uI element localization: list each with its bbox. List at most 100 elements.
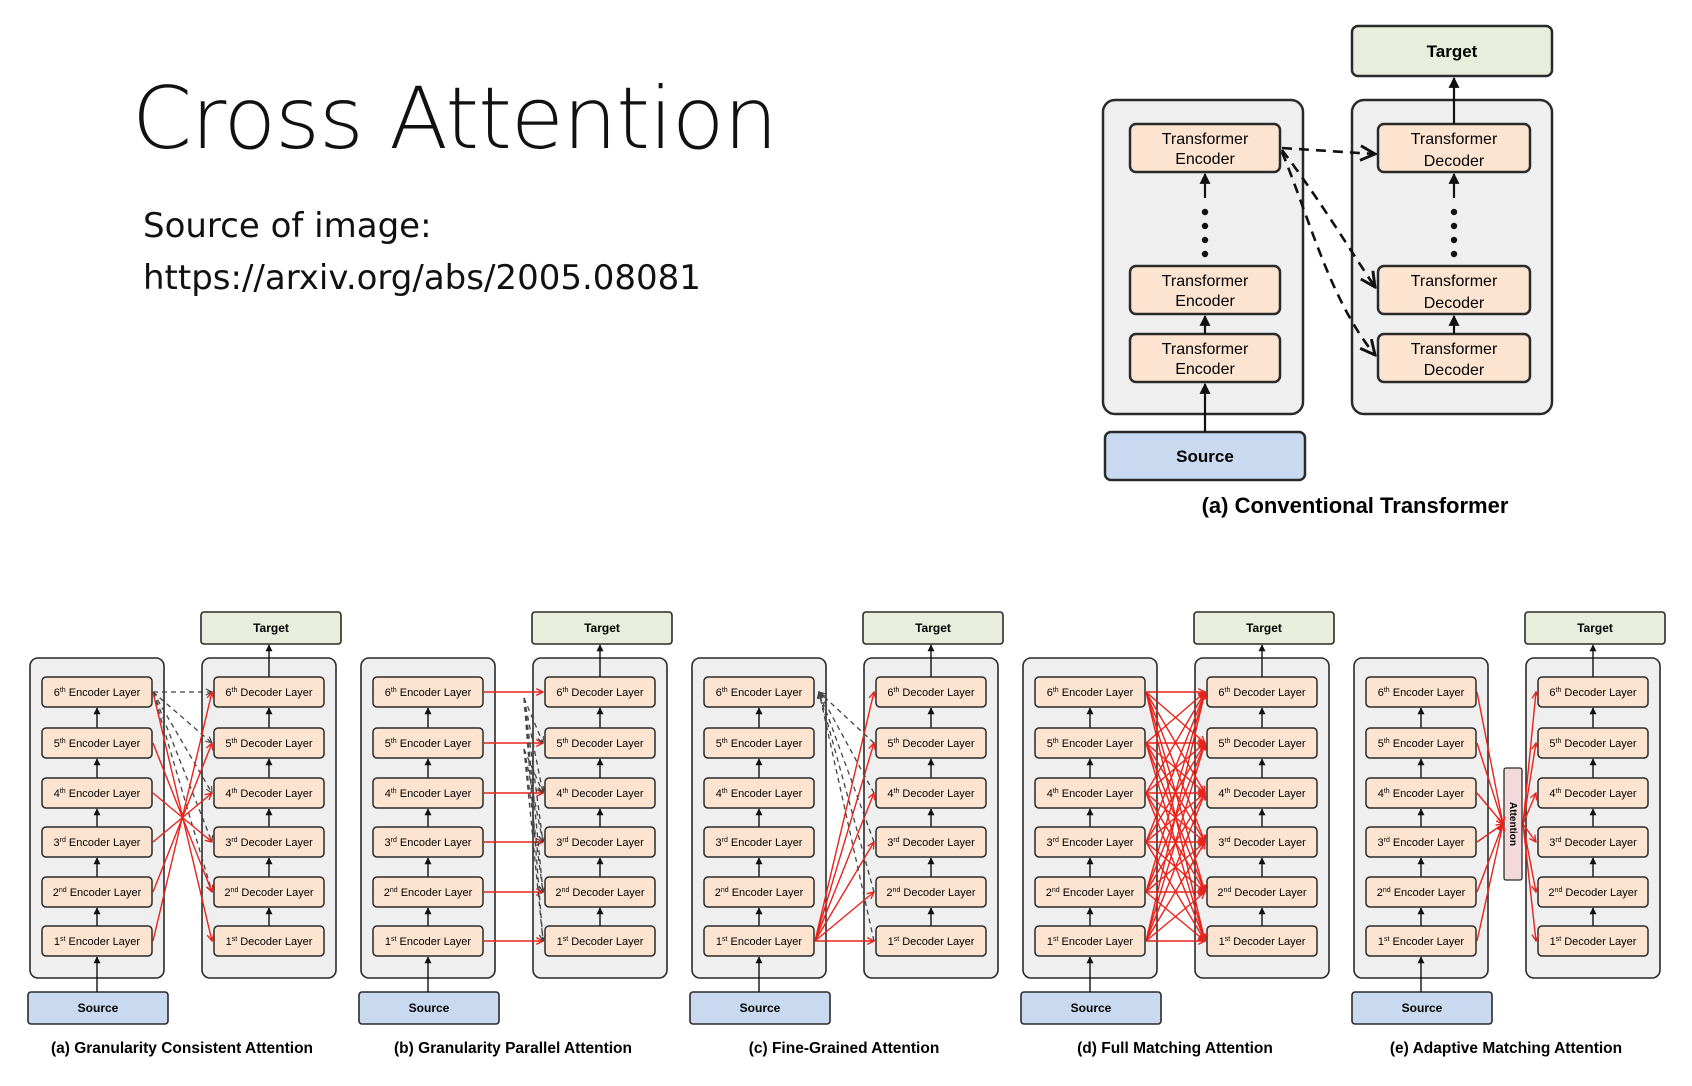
encoder-layer-1 [1034,925,1146,957]
decoder-layer-label: 6th Decoder Layer [1549,687,1637,699]
encoder-layer-label: 4th Encoder Layer [716,788,803,800]
panel-caption: (a) Granularity Consistent Attention [51,1040,313,1057]
decoder-layer-label: 3rd Decoder Layer [887,837,975,849]
dashed-attention-arrow [152,691,212,892]
attention-arrow [1476,792,1503,824]
decoder-layer-label: 3rd Decoder Layer [1549,837,1637,849]
encoder-layer-4 [1365,777,1477,809]
encoder-layer-3 [372,826,484,858]
encoder-layer-label: 1st Encoder Layer [716,936,803,948]
encoder-layer-label: 5th Encoder Layer [1378,738,1465,750]
encoder-layer-label: 2nd Encoder Layer [384,887,473,899]
source-label: Source of image: [143,206,432,246]
flow-arrows [1199,76,1460,432]
attention-arrow [1522,823,1536,842]
source-url: https://arxiv.org/abs/2005.08081 [143,258,701,298]
attention-arrow [1145,692,1205,744]
decoder-layer-label: 3rd Decoder Layer [1218,837,1306,849]
target-label: Target [1427,42,1478,61]
attention-arrow [1145,793,1205,942]
attention-arrow [814,842,874,942]
decoder-layer-label: 5th Decoder Layer [1218,738,1306,750]
decoder-layer-label: 2nd Decoder Layer [555,887,644,899]
encoder-layer-6 [703,676,815,708]
encoder-layer-label: 6th Encoder Layer [385,687,472,699]
panel-caption: (d) Full Matching Attention [1077,1040,1273,1057]
decoder-layer-label: 6th Decoder Layer [1218,687,1306,699]
source-label: Source [740,1001,781,1015]
encoder-layer-5 [703,727,815,759]
transformer-decoder-bottom: Transformer Decoder [1376,332,1532,384]
dashed-attention-arrow [523,748,543,793]
attention-arrow [1145,842,1205,942]
attention-arrow [1476,742,1503,824]
target-box [1350,24,1554,78]
attention-arrow [1476,824,1503,942]
decoder-layer-5 [1206,727,1318,759]
svg-text:Transformer: Transformer [1411,131,1498,148]
encoder-layer-4 [703,777,815,809]
attention-arrow [1476,691,1503,824]
encoder-layer-1 [372,925,484,957]
encoder-layer-1 [41,925,153,957]
dashed-attention-arrow [523,697,543,743]
dashed-attention-arrow [523,697,543,793]
svg-text:Encoder: Encoder [1175,361,1235,378]
encoder-layer-2 [41,876,153,908]
dashed-attention-arrow [523,697,543,892]
decoder-layer-label: 5th Decoder Layer [225,738,313,750]
encoder-layer-6 [1365,676,1477,708]
decoder-layer-label: 1st Decoder Layer [1219,936,1306,948]
source-label: Source [409,1001,450,1015]
encoder-layer-label: 6th Encoder Layer [54,687,141,699]
decoder-layer-label: 6th Decoder Layer [887,687,975,699]
cross-attention-dashed-arrows [1280,148,1375,355]
decoder-layer-4 [875,777,987,809]
attention-arrow [1145,692,1205,843]
decoder-layer-4 [213,777,325,809]
attention-arrow [1522,823,1536,892]
encoder-layer-label: 3rd Encoder Layer [385,837,472,849]
transformer-encoder-top: Transformer Encoder [1128,122,1282,174]
svg-text:Encoder: Encoder [1175,293,1235,310]
dashed-attention-arrow [819,692,875,744]
target-box [862,611,1004,645]
encoder-layer-label: 3rd Encoder Layer [1378,837,1465,849]
attention-arrow [1145,743,1205,942]
attention-arrow [1522,793,1536,825]
source-label: Source [1402,1001,1443,1015]
attention-arrow [1145,692,1205,942]
encoder-layer-4 [1034,777,1146,809]
target-label: Target [584,621,620,635]
target-box [1524,611,1666,645]
encoder-layer-label: 3rd Encoder Layer [54,837,141,849]
dashed-attention-arrow [819,692,875,893]
attention-arrow [1522,743,1536,825]
decoder-layer-label: 5th Decoder Layer [1549,738,1637,750]
decoder-layer-2 [213,876,325,908]
attention-arrow [152,692,212,942]
attention-arrow [814,793,874,942]
encoder-layer-label: 5th Encoder Layer [1047,738,1134,750]
encoder-layer-5 [1365,727,1477,759]
encoder-layer-1 [703,925,815,957]
encoder-layer-5 [41,727,153,759]
encoder-layer-label: 3rd Encoder Layer [716,837,803,849]
decoder-layer-label: 6th Decoder Layer [556,687,644,699]
encoder-layer-label: 3rd Encoder Layer [1047,837,1134,849]
source-citation: Source of image: https://arxiv.org/abs/2… [143,200,701,304]
decoder-layer-3 [875,826,987,858]
decoder-layer-4 [1537,777,1649,809]
decoder-layer-label: 4th Decoder Layer [1218,788,1306,800]
decoder-layer-1 [875,925,987,957]
source-box [1351,991,1493,1025]
encoder-layer-label: 6th Encoder Layer [1047,687,1134,699]
svg-text:Transformer: Transformer [1411,341,1498,358]
source-label: Source [1176,447,1234,466]
encoder-layer-label: 2nd Encoder Layer [715,887,804,899]
encoder-layer-6 [372,676,484,708]
decoder-layer-3 [1537,826,1649,858]
